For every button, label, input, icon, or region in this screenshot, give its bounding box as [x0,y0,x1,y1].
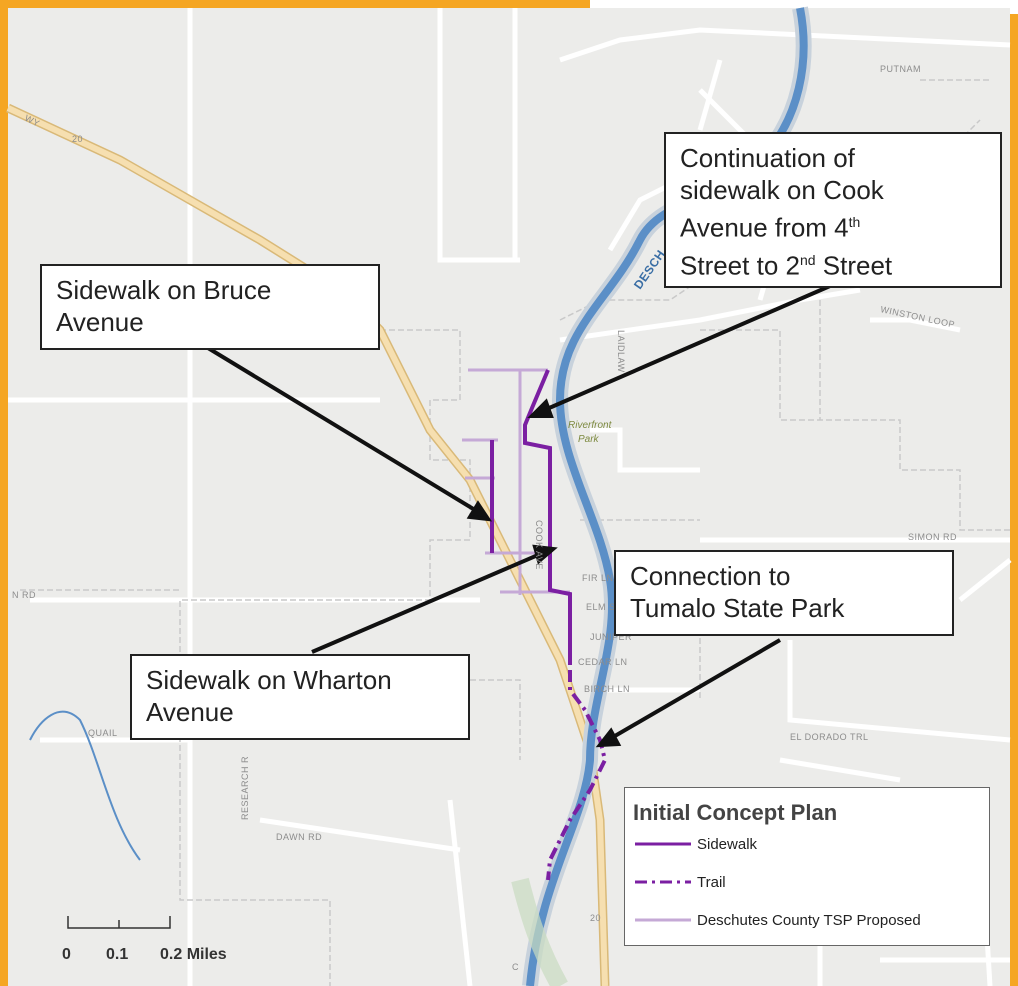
callout-wharton-line2: Avenue [146,697,234,727]
legend-label-tsp: Deschutes County TSP Proposed [697,911,921,929]
callout-tumalo-line1: Connection to [630,561,791,591]
callout-cook-line4: Street to 2nd Street [680,250,893,281]
callout-arrows [206,284,831,748]
label-laidlaw: LAIDLAW [616,330,626,373]
label-riverfront: Riverfront [568,420,613,431]
legend-swatch-sidewalk [635,842,691,846]
label-park: Park [578,434,600,445]
label-el-dorado: EL DORADO TRL [790,732,869,742]
trail-line [546,670,608,881]
callout-bruce-line2: Avenue [56,307,144,337]
label-dawn: DAWN RD [276,832,322,842]
legend-item-trail: Trail [633,870,726,894]
legend-label-sidewalk: Sidewalk [697,835,758,853]
label-elm-st: ELM ST [586,602,622,612]
minor-roads [8,8,1012,986]
label-fir-ln: FIR LN [582,573,614,583]
label-putnam: PUTNAM [880,64,921,74]
label-cook-ave: COOK AVE [534,520,544,570]
label-simon-rd: SIMON RD [908,532,957,542]
legend-swatch-trail [635,880,691,884]
callout-tumalo-park: Connection to Tumalo State Park [614,550,954,636]
legend-swatch-tsp [635,918,691,922]
legend-item-sidewalk: Sidewalk [633,832,757,856]
legend-label-trail: Trail [697,873,726,891]
label-research: RESEARCH R [240,756,250,820]
scale-bar-graphic [67,916,171,929]
scale-tick-0: 0 [62,946,71,963]
label-cedar-ln: CEDAR LN [578,657,628,667]
label-quail: QUAIL [88,728,118,738]
park-strip [511,877,568,986]
legend-title: Initial Concept Plan [633,800,838,825]
label-birch-ln: BIRCH LN [584,684,630,694]
callout-cook-avenue: Continuation of sidewalk on Cook Avenue … [664,132,1002,288]
callout-wharton-avenue: Sidewalk on Wharton Avenue [130,654,470,740]
label-rd-left: N RD [12,590,36,600]
label-hwy-top: 20 [72,134,83,144]
creek [29,710,141,861]
callout-wharton-line1: Sidewalk on Wharton [146,665,392,695]
scale-tick-1: 0.1 [106,946,129,963]
label-juniper: JUNIPER [590,632,632,642]
callout-cook-line2: sidewalk on Cook [680,175,884,205]
legend: Initial Concept Plan Sidewalk Trail Desc… [624,787,990,946]
label-c-bottom: C [512,962,519,972]
sidewalk-lines [490,369,572,665]
callout-tumalo-line2: Tumalo State Park [630,593,845,623]
legend-item-tsp: Deschutes County TSP Proposed [633,908,921,932]
callout-bruce-line1: Sidewalk on Bruce [56,275,272,305]
callout-cook-line3: Avenue from 4th [680,212,861,243]
callout-cook-line1: Continuation of [680,143,855,173]
callout-bruce-avenue: Sidewalk on Bruce Avenue [40,264,380,350]
label-hwy-20: 20 [590,913,601,923]
scale-tick-2: 0.2 Miles [160,946,227,963]
